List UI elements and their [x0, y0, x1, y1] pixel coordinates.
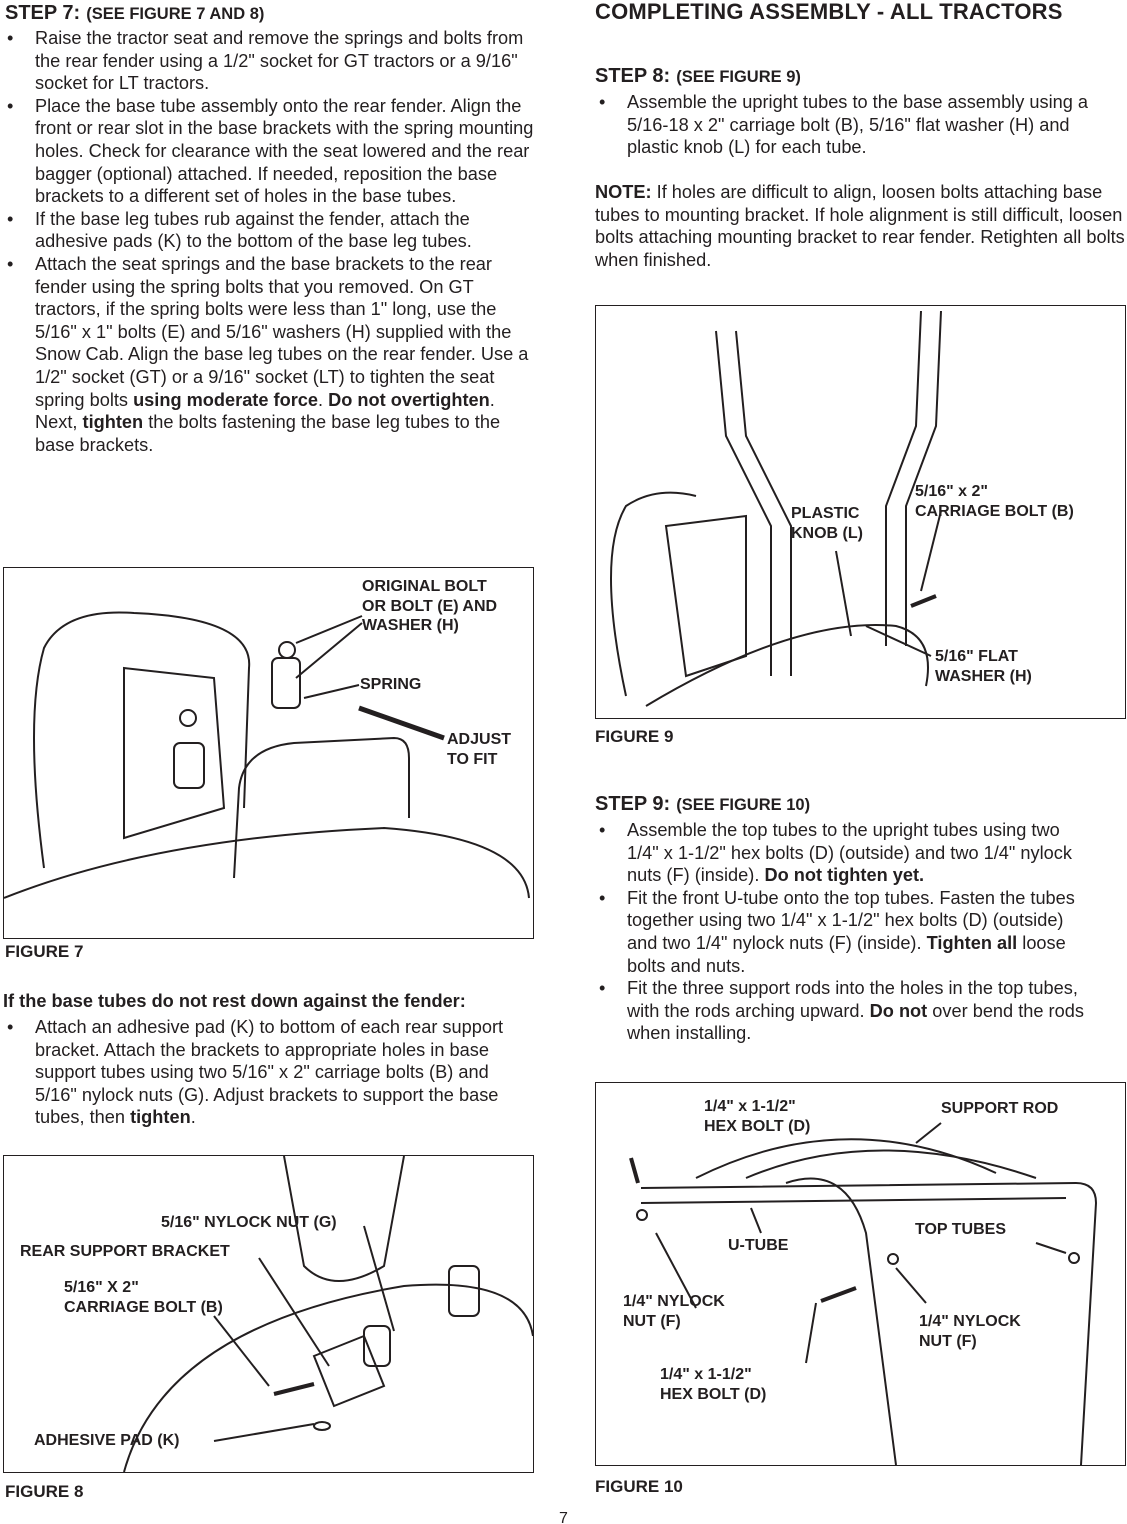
bullet-item: • Fit the front U-tube onto the top tubes… — [595, 887, 1095, 977]
bold-text: Do not overtighten — [328, 389, 490, 410]
step9-heading: STEP 9: (SEE FIGURE 10) — [595, 793, 810, 817]
bullet-icon: • — [599, 92, 606, 112]
text: Fit the three support rods into the hole… — [627, 978, 1078, 1021]
callout-carriage-bolt: 5/16" x 2" CARRIAGE BOLT (B) — [915, 483, 1074, 520]
callout-flat-washer: 5/16" FLAT WASHER (H) — [935, 648, 1032, 685]
bullet-icon: • — [599, 887, 606, 908]
step8-note: NOTE: If holes are difficult to align, l… — [595, 181, 1127, 271]
bullet-icon: • — [7, 28, 14, 48]
bullet-item: • If the base leg tubes rub against the f… — [3, 208, 538, 253]
note-label: NOTE: — [595, 182, 652, 202]
upright-tube-drawing — [610, 310, 942, 707]
page-number: 7 — [559, 1510, 568, 1524]
step7-heading: STEP 7: (SEE FIGURE 7 AND 8) — [5, 2, 264, 26]
bullet-icon: • — [7, 253, 14, 274]
bullet-item: • Raise the tractor seat and remove the s… — [3, 27, 538, 95]
text: Fit the front U-tube onto the top tubes.… — [627, 887, 1075, 953]
callout-adjust-to-fit: ADJUST TO FIT — [447, 731, 512, 768]
step-title: STEP 7: — [5, 2, 81, 24]
bold-text: tighten — [82, 412, 144, 433]
bold-text: tighten — [130, 1107, 191, 1128]
figure7-illustration: ORIGINAL BOLT OR BOLT (E) AND WASHER (H)… — [3, 567, 534, 939]
callout-nylock-nut-left: 1/4" NYLOCK NUT (F) — [623, 1293, 725, 1330]
bullet-item: • Assemble the top tubes to the upright t… — [595, 819, 1095, 887]
callout-nylock-nut: 5/16" NYLOCK NUT (G) — [161, 1214, 337, 1231]
text: loose bolts and nuts. — [627, 932, 1066, 976]
base-tubes-heading: If the base tubes do not rest down again… — [3, 991, 466, 1011]
text: the bolts fastening the base leg tubes t… — [35, 412, 501, 455]
bullet-icon: • — [599, 978, 606, 999]
text: . — [318, 389, 329, 410]
figure9-illustration: PLASTIC KNOB (L) 5/16" x 2" CARRIAGE BOL… — [595, 305, 1126, 719]
callout-hex-bolt-top: 1/4" x 1-1/2" HEX BOLT (D) — [704, 1098, 811, 1135]
base-tubes-bullets: • Attach an adhesive pad (K) to bottom of… — [3, 1016, 523, 1129]
section-heading: COMPLETING ASSEMBLY - ALL TRACTORS — [595, 0, 1063, 24]
step8-heading: STEP 8: (SEE FIGURE 9) — [595, 65, 801, 89]
figure10-illustration: 1/4" x 1-1/2" HEX BOLT (D) SUPPORT ROD U… — [595, 1082, 1126, 1466]
figure8-illustration: 5/16" NYLOCK NUT (G) REAR SUPPORT BRACKE… — [3, 1155, 534, 1473]
step-ref: (SEE FIGURE 9) — [676, 68, 801, 86]
top-tubes-drawing — [629, 1122, 1098, 1465]
step-ref: (SEE FIGURE 10) — [676, 796, 811, 814]
callout-original-bolt: ORIGINAL BOLT OR BOLT (E) AND WASHER (H) — [362, 578, 498, 634]
callout-carriage-bolt: 5/16" X 2" CARRIAGE BOLT (B) — [64, 1279, 223, 1316]
bold-text: Do not tighten yet. — [764, 865, 925, 886]
bold-text: Tighten all — [926, 932, 1018, 953]
figure8-label: FIGURE 8 — [5, 1482, 84, 1501]
text: . — [190, 1107, 196, 1128]
text: Assemble the upright tubes to the base a… — [627, 92, 1089, 158]
callout-top-tubes: TOP TUBES — [915, 1221, 1006, 1238]
text: . Next, — [35, 389, 495, 433]
step-ref: (SEE FIGURE 7 AND 8) — [86, 5, 265, 23]
step9-bullets: • Assemble the top tubes to the upright t… — [595, 819, 1095, 1045]
callout-nylock-nut-right: 1/4" NYLOCK NUT (F) — [919, 1313, 1021, 1350]
step-title: STEP 9: — [595, 793, 671, 815]
callout-support-rod: SUPPORT ROD — [941, 1100, 1059, 1117]
callout-hex-bolt-bottom: 1/4" x 1-1/2" HEX BOLT (D) — [660, 1366, 767, 1403]
figure7-label: FIGURE 7 — [5, 942, 84, 961]
callout-rear-support-bracket: REAR SUPPORT BRACKET — [20, 1243, 230, 1260]
note-text: If holes are difficult to align, loosen … — [595, 182, 1125, 270]
bullet-icon: • — [7, 1017, 14, 1037]
bold-text: Do not — [869, 1000, 928, 1021]
bold-text: using moderate force — [133, 389, 319, 410]
text: Place the base tube assembly onto the re… — [35, 95, 534, 207]
step7-bullets: • Raise the tractor seat and remove the s… — [3, 27, 538, 456]
bullet-icon: • — [599, 820, 606, 840]
callout-adhesive-pad: ADHESIVE PAD (K) — [34, 1432, 180, 1449]
text: Attach the seat springs and the base bra… — [35, 253, 529, 410]
bullet-item: • Attach the seat springs and the base br… — [3, 253, 538, 456]
text: over bend the rods when installing. — [627, 1000, 1084, 1044]
text: Assemble the top tubes to the upright tu… — [627, 820, 1072, 886]
bullet-item: • Assemble the upright tubes to the base … — [595, 91, 1095, 159]
bullet-item: • Place the base tube assembly onto the r… — [3, 95, 538, 208]
step-title: STEP 8: — [595, 65, 671, 87]
step8-bullets: • Assemble the upright tubes to the base … — [595, 91, 1095, 159]
figure9-label: FIGURE 9 — [595, 727, 674, 746]
bullet-item: • Attach an adhesive pad (K) to bottom of… — [3, 1016, 523, 1129]
support-bracket-drawing — [123, 1156, 533, 1472]
callout-spring: SPRING — [360, 676, 422, 693]
bullet-item: • Fit the three support rods into the hol… — [595, 977, 1095, 1045]
callout-u-tube: U-TUBE — [728, 1237, 789, 1254]
callout-plastic-knob: PLASTIC KNOB (L) — [791, 505, 863, 542]
text: If the base leg tubes rub against the fe… — [35, 208, 472, 252]
text: Attach an adhesive pad (K) to bottom of … — [35, 1017, 504, 1128]
figure10-label: FIGURE 10 — [595, 1477, 683, 1496]
seat-spring-drawing — [4, 611, 530, 899]
bullet-icon: • — [7, 208, 14, 229]
bullet-icon: • — [7, 95, 14, 116]
text: Raise the tractor seat and remove the sp… — [35, 28, 524, 94]
